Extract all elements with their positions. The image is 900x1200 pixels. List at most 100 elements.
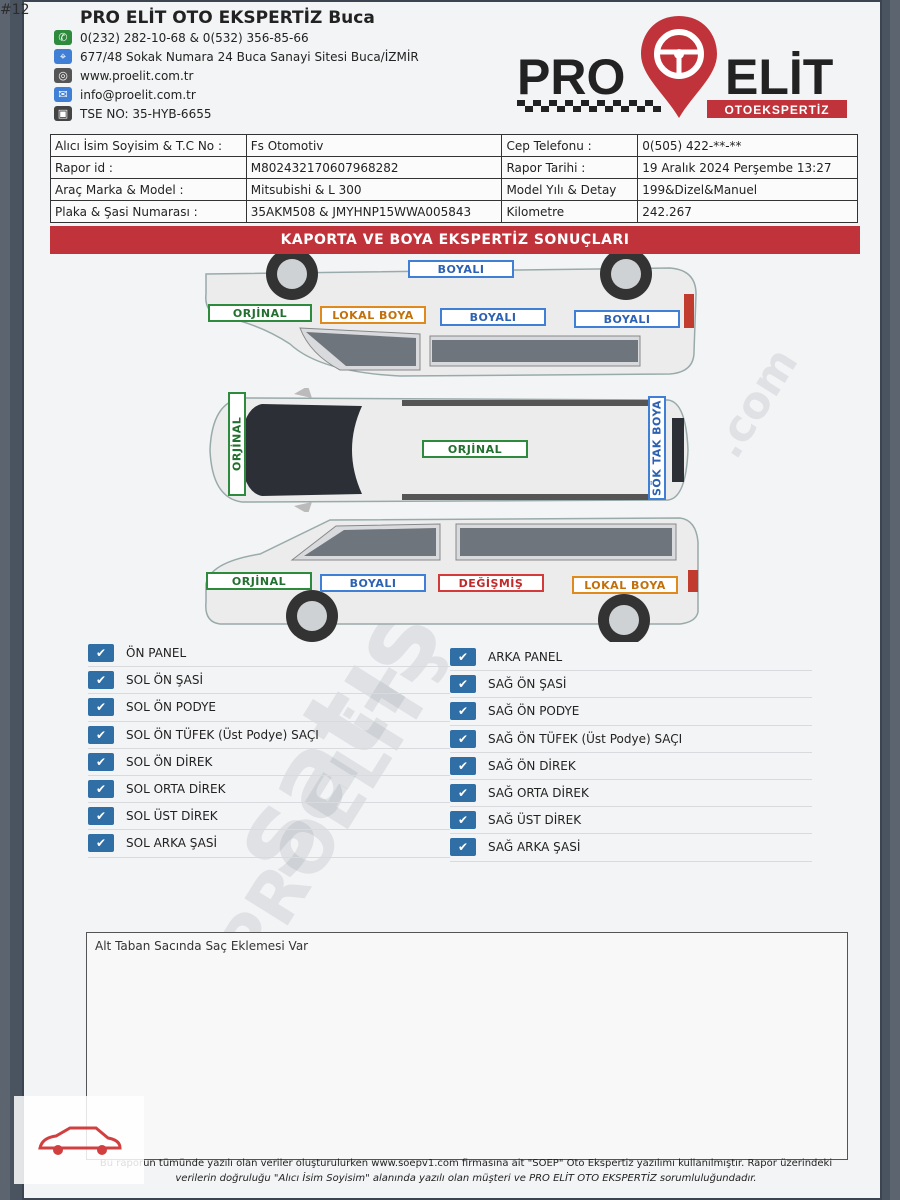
wheel-icon [600, 254, 652, 300]
list-item: ✔ SOL ORTA DİREK [88, 776, 450, 804]
watermark-com: .com [702, 339, 809, 468]
info-value: 0(505) 422-**-** [637, 134, 858, 157]
list-item: ✔ARKA PANEL [450, 644, 812, 672]
list-item-label: SOL ÖN PODYE [126, 700, 216, 715]
info-value: 35AKM508 & JMYHNP15WWA005843 [245, 200, 503, 223]
email-text[interactable]: info@proelit.com.tr [80, 87, 196, 102]
checkbox-checked-icon[interactable]: ✔ [88, 752, 114, 771]
checkbox-checked-icon[interactable]: ✔ [88, 671, 114, 690]
tag-top-orjinal: ORJİNAL [208, 304, 312, 322]
wheel-icon [598, 594, 650, 642]
car-icon [38, 1126, 122, 1155]
checkbox-checked-icon[interactable]: ✔ [88, 780, 114, 799]
list-item: ✔ SAĞ ARKA ŞASİ [450, 834, 812, 862]
tag-bottom-lokal-boya: LOKAL BOYA [572, 576, 678, 594]
email-line: ✉ info@proelit.com.tr [54, 85, 474, 104]
mail-icon: ✉ [54, 87, 72, 102]
tag-center-orjinal: ORJİNAL [422, 440, 528, 458]
table-row: Alıcı İsim Soyisim & T.C No : Fs Otomoti… [50, 134, 858, 157]
globe-icon: ◎ [54, 68, 72, 83]
table-row: Araç Marka & Model : Mitsubishi & L 300 … [50, 178, 858, 201]
list-item: ✔ SOL ÖN ŞASİ [88, 667, 450, 695]
list-item-label: SAĞ ARKA ŞASİ [488, 840, 581, 855]
address-line: ⌖ 677/48 Sokak Numara 24 Buca Sanayi Sit… [54, 47, 474, 66]
info-label: Cep Telefonu : [501, 134, 639, 157]
list-item: ✔SAĞ ÜST DİREK [450, 807, 812, 835]
list-item-label: SAĞ ÖN PODYE [488, 704, 580, 719]
van-right-side-diagram [205, 254, 697, 377]
footer-line-1: Bu raporun tümünde yazılı olan veriler o… [99, 1158, 833, 1169]
checkbox-checked-icon[interactable]: ✔ [88, 807, 114, 826]
checkbox-checked-icon[interactable]: ✔ [88, 698, 114, 717]
checkbox-checked-icon[interactable]: ✔ [88, 834, 114, 853]
section-title-bar: KAPORTA VE BOYA EKSPERTİZ SONUÇLARI [50, 226, 860, 254]
list-item-label: ÖN PANEL [126, 646, 187, 661]
phone-text: 0(232) 282-10-68 & 0(532) 356-85-66 [80, 30, 309, 45]
list-item: ✔ SOL ÖN PODYE [88, 694, 450, 722]
checklist-left-column: ✔ÖN PANEL ✔SOL ÖN ŞASİ ✔SOL ÖN PODYE ✔SO… [88, 640, 450, 858]
listing-id: #12 [0, 2, 30, 18]
list-item: ✔ SAĞ ORTA DİREK [450, 780, 812, 808]
phone-icon: ✆ [54, 30, 72, 45]
footer-line-2: verilerin doğruluğu "Alıcı İsim Soyisim"… [175, 1173, 757, 1184]
info-label: Rapor id : [50, 156, 247, 179]
steering-wheel-icon [641, 16, 717, 118]
notes-text: Alt Taban Sacında Saç Eklemesi Var [95, 939, 309, 953]
logo-sub-text: OTOEKSPERTİZ [724, 102, 829, 117]
list-item: ✔ SOL ARKA ŞASİ [88, 830, 450, 858]
footer-disclaimer: Bu raporun tümünde yazılı olan veriler o… [56, 1156, 876, 1186]
wheel-icon [266, 254, 318, 300]
table-row: Rapor id : M802432170607968282 Rapor Tar… [50, 156, 858, 179]
list-item: ✔SOL ÖN DİREK [88, 749, 450, 776]
tag-rear-sok-tak-boya: SÖK TAK BOYA [648, 396, 666, 500]
list-item-label: SOL ORTA DİREK [126, 782, 226, 797]
list-item: ✔SAĞ ÖN DİREK [450, 753, 812, 780]
list-item: ✔ SAĞ ÖN ŞASİ [450, 671, 812, 699]
checkbox-checked-icon[interactable]: ✔ [450, 702, 476, 721]
list-item-label: SOL ÖN ŞASİ [126, 673, 204, 688]
certificate-icon: ▣ [54, 106, 72, 121]
list-item-label: SOL ARKA ŞASİ [126, 836, 217, 851]
checklist-right-column: ✔ARKA PANEL ✔ SAĞ ÖN ŞASİ ✔ SAĞ ÖN PODYE ✔… [450, 644, 812, 862]
logo-left-text: PRO [517, 49, 625, 105]
website-line: ◎ www.proelit.com.tr [54, 66, 474, 85]
info-label: Kilometre [501, 200, 639, 223]
checkbox-checked-icon[interactable]: ✔ [450, 648, 476, 667]
list-item: ✔ SAĞ ÖN TÜFEK (Üst Podye) SAÇI [450, 726, 812, 753]
map-icon: ⌖ [54, 49, 72, 64]
list-item: ✔ ÖN PANEL [88, 640, 450, 668]
report-sheet: satış PROELİT .com PRO ELİT OTO EKSPERTİ… [22, 0, 882, 1200]
checkbox-checked-icon[interactable]: ✔ [450, 675, 476, 694]
list-item-label: SAĞ ÖN ŞASİ [488, 677, 567, 692]
checkbox-checked-icon[interactable]: ✔ [88, 644, 114, 663]
checkbox-checked-icon[interactable]: ✔ [450, 756, 476, 775]
checkbox-checked-icon[interactable]: ✔ [450, 784, 476, 803]
checkbox-checked-icon[interactable]: ✔ [450, 729, 476, 748]
list-item-label: SAĞ ÖN TÜFEK (Üst Podye) SAÇI [488, 731, 683, 746]
list-item-label: SAĞ ORTA DİREK [488, 786, 589, 801]
info-value: 242.267 [637, 200, 858, 223]
left-frame [10, 0, 22, 1200]
list-item: ✔SOL ÖN TÜFEK (Üst Podye) SAÇI [88, 722, 450, 749]
tag-top-boyali-1: BOYALI [440, 308, 546, 326]
checker-strip [517, 100, 661, 112]
tag-top-boyali-2: BOYALI [574, 310, 680, 328]
checkbox-checked-icon[interactable]: ✔ [450, 838, 476, 857]
tse-line: ▣ TSE NO: 35-HYB-6655 [54, 104, 474, 123]
checkbox-checked-icon[interactable]: ✔ [450, 811, 476, 830]
van-left-side-diagram [205, 517, 699, 642]
logo-right-text: ELİT [725, 49, 833, 105]
info-label: Model Yılı & Detay [501, 178, 639, 201]
checkbox-checked-icon[interactable]: ✔ [88, 725, 114, 744]
tag-front-orjinal: ORJİNAL [228, 392, 246, 496]
notes-box: Alt Taban Sacında Saç Eklemesi Var [86, 932, 848, 1160]
vehicle-info-table: Alıcı İsim Soyisim & T.C No : Fs Otomoti… [50, 134, 858, 223]
list-item: ✔ SAĞ ÖN PODYE [450, 698, 812, 726]
info-value: 19 Aralık 2024 Perşembe 13:27 [637, 156, 858, 179]
info-label: Plaka & Şasi Numarası : [50, 200, 247, 223]
company-name: PRO ELİT OTO EKSPERTİZ Buca [80, 8, 375, 28]
info-label: Rapor Tarihi : [501, 156, 639, 179]
website-text[interactable]: www.proelit.com.tr [80, 68, 194, 83]
company-header: PRO ELİT OTO EKSPERTİZ Buca ✆ 0(232) 282… [54, 8, 474, 123]
tse-text: TSE NO: 35-HYB-6655 [80, 106, 212, 121]
